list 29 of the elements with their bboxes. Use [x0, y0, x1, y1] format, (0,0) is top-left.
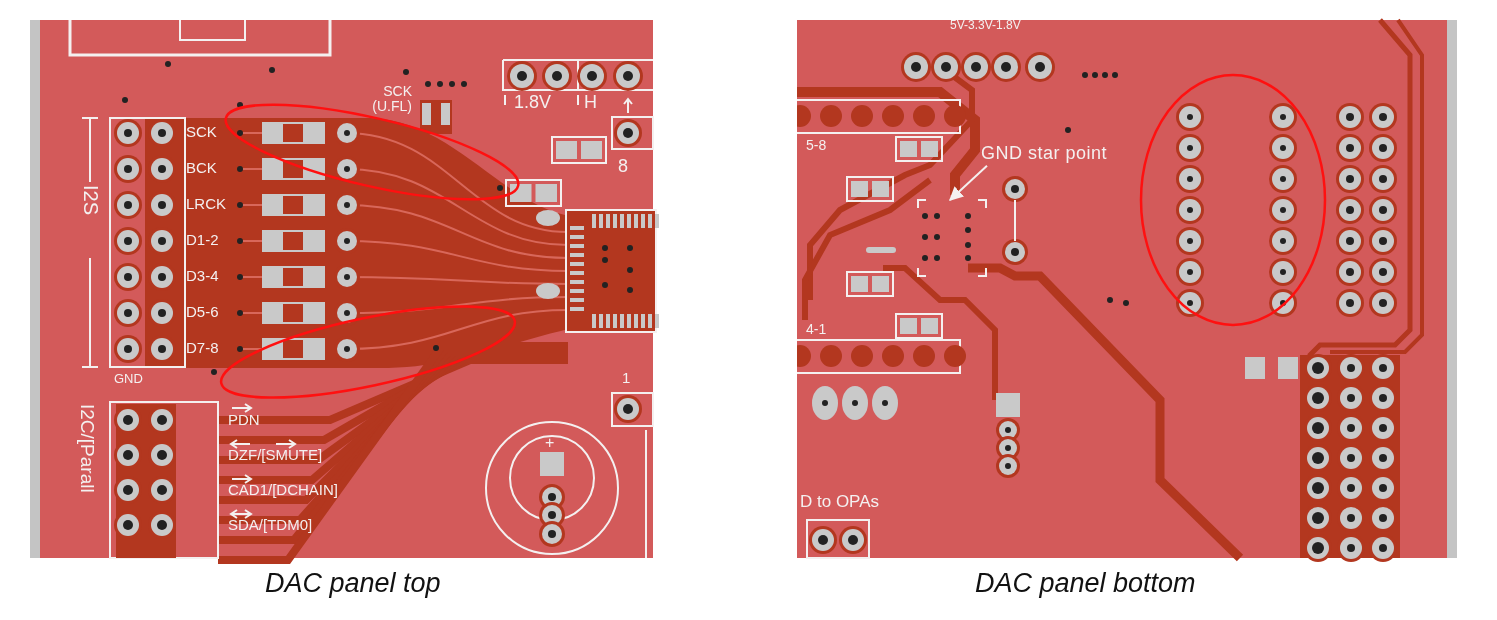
channel-label: 5-8 [806, 138, 827, 154]
pin-label: D1-2 [186, 232, 219, 249]
gnd-star-point-area [917, 199, 987, 277]
pin-label: SCK [186, 124, 217, 141]
pin-label: GND [114, 372, 143, 387]
pin-label: LRCK [186, 196, 226, 213]
callout-label: GND star point [981, 144, 1108, 164]
pin-number: 1 [622, 370, 631, 387]
header-label: I2C/[Parall [76, 404, 97, 493]
pin-label: D7-8 [186, 340, 219, 357]
pin-label: H [584, 93, 597, 113]
panel-caption: DAC panel top [265, 568, 441, 599]
pin-label: DZF/[SMUTE] [228, 447, 323, 464]
header-label: I2S [80, 185, 102, 216]
pin-label: D3-4 [186, 268, 219, 285]
pin-label: D5-6 [186, 304, 219, 321]
pin-label: SDA/[TDM0] [228, 517, 313, 534]
connector-label: SCK (U.FL) [371, 84, 412, 115]
leader-arrow [948, 164, 988, 201]
voltage-label: 5V-3.3V-1.8V [950, 19, 1021, 33]
pin-label: PDN [228, 412, 260, 429]
voltage-label: 1.8V [514, 93, 552, 113]
panel-caption: DAC panel bottom [975, 568, 1196, 599]
net-label: D to OPAs [800, 493, 880, 512]
polarity-mark: + [545, 434, 555, 452]
pin-label: BCK [186, 160, 217, 177]
pin-number: 8 [618, 157, 628, 177]
channel-label: 4-1 [806, 322, 827, 338]
pin-label: CAD1/[DCHAIN] [228, 482, 339, 499]
